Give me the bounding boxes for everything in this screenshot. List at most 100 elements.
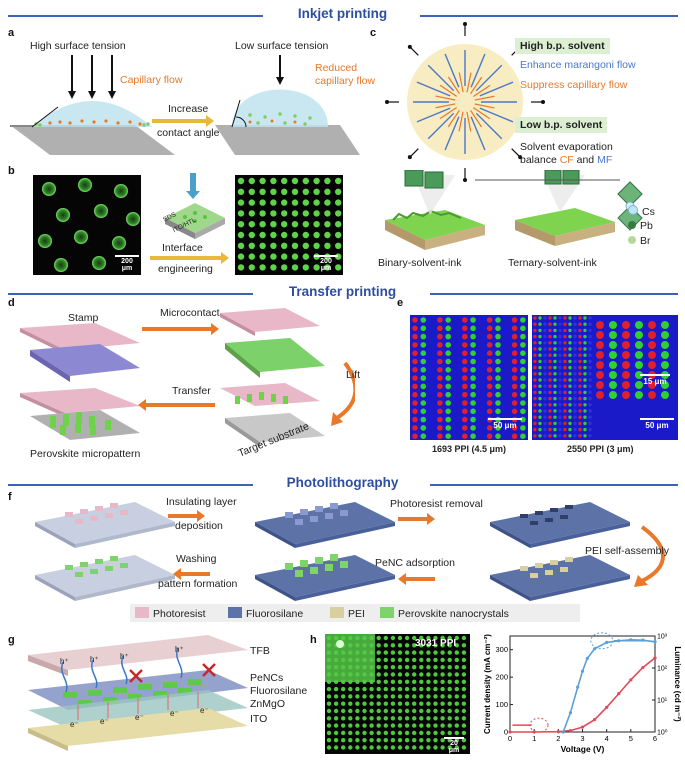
x-tick-label: 2 bbox=[556, 734, 560, 743]
layer-pencs-label: PeNCs bbox=[250, 672, 284, 684]
binary-solvent-ink-label: Binary-solvent-ink bbox=[378, 257, 462, 269]
layer-znmgo-label: ZnMgO bbox=[250, 698, 286, 710]
scale-bar: 50 μm bbox=[488, 418, 522, 430]
panel-label-f: f bbox=[8, 491, 12, 503]
solvent-evaporation-label: Solvent evaporation bbox=[520, 141, 613, 153]
plot-area bbox=[509, 635, 656, 733]
legend-perovskite: Perovskite nanocrystals bbox=[380, 607, 509, 620]
balance-label: balance CF and MF bbox=[520, 154, 613, 166]
ppi-caption-left: 1693 PPI (4.5 μm) bbox=[432, 444, 507, 454]
led-device-stack bbox=[28, 635, 248, 751]
y2-tick-label: 10¹ bbox=[657, 698, 668, 705]
panel-label-a: a bbox=[8, 27, 15, 39]
increase-arrow-icon bbox=[152, 115, 214, 127]
section-divider bbox=[8, 15, 263, 17]
ppi-caption-right: 2550 PPI (3 μm) bbox=[567, 444, 634, 454]
step-arrow-icon bbox=[398, 573, 435, 585]
layer-fluorosilane-label: Fluorosilane bbox=[250, 685, 308, 697]
panel-label-c: c bbox=[370, 27, 377, 39]
legend-swatch bbox=[228, 607, 242, 618]
microcontact-label: Microcontact bbox=[160, 307, 220, 319]
element-legend-cs: Cs bbox=[628, 205, 655, 218]
section-title-photolithography: Photolithography bbox=[286, 475, 399, 490]
layer-ito-label: ITO bbox=[250, 713, 268, 725]
section-divider bbox=[8, 293, 253, 295]
y-tick-label: 300 bbox=[495, 645, 508, 654]
hole-carrier-label: h⁺ bbox=[175, 645, 184, 654]
transfer-arrow-icon bbox=[138, 399, 215, 411]
interface-arrow-icon bbox=[150, 252, 229, 264]
section-divider bbox=[430, 484, 678, 486]
hole-carrier-label: h⁺ bbox=[60, 657, 69, 666]
electron-carrier-label: e⁻ bbox=[100, 717, 109, 726]
penc-adsorption-label: PeNC adsorption bbox=[375, 557, 455, 569]
washing-label-1: Washing bbox=[176, 553, 217, 565]
highlight-ellipse bbox=[590, 632, 614, 650]
suppress-capillary-label: Suppress capillary flow bbox=[520, 79, 628, 91]
legend-photoresist: Photoresist bbox=[135, 607, 206, 620]
legend-swatch bbox=[135, 607, 149, 618]
capillary-flow-label: Capillary flow bbox=[120, 74, 183, 86]
x-tick-label: 5 bbox=[629, 734, 633, 743]
highlight-ellipse bbox=[529, 717, 549, 733]
step-arrow-icon bbox=[168, 510, 205, 522]
low-bp-solvent-box: Low b.p. solvent bbox=[515, 117, 608, 133]
layer-tfb-label: TFB bbox=[250, 645, 270, 657]
x-tick-label: 1 bbox=[532, 734, 536, 743]
inkjet-before-micrograph bbox=[33, 175, 141, 275]
electron-carrier-label: e⁻ bbox=[170, 709, 179, 718]
series-point-0 bbox=[568, 729, 573, 733]
high-bp-solvent-box: High b.p. solvent bbox=[515, 38, 610, 54]
transfer-label: Transfer bbox=[172, 385, 211, 397]
y2-tick-label: 10³ bbox=[657, 634, 668, 641]
insulating-layer-label-1: Insulating layer bbox=[166, 496, 237, 508]
interface-label-2: engineering bbox=[158, 263, 213, 275]
scale-bar: 15 μm bbox=[640, 374, 670, 386]
section-title-transfer: Transfer printing bbox=[288, 284, 397, 299]
inkjet-after-micrograph bbox=[235, 175, 343, 275]
series-point-0 bbox=[653, 656, 657, 660]
series-point-1 bbox=[653, 640, 657, 644]
ink-film-illustration bbox=[385, 170, 643, 250]
legend-bar bbox=[130, 604, 580, 622]
series-point-1 bbox=[592, 647, 597, 651]
step-arrow-icon bbox=[398, 513, 435, 525]
hole-carrier-label: h⁺ bbox=[90, 655, 99, 664]
y2-axis-label: Luminance (cd m⁻²) bbox=[673, 646, 682, 722]
interface-label-1: Interface bbox=[162, 242, 203, 254]
y-tick-label: 200 bbox=[495, 673, 508, 682]
series-point-0 bbox=[617, 692, 621, 696]
electron-carrier-label: e⁻ bbox=[70, 720, 79, 729]
y2-tick-label: 10² bbox=[657, 666, 668, 673]
y2-tick-label: 10⁰ bbox=[657, 729, 668, 737]
panel-label-e: e bbox=[397, 297, 404, 309]
substrate-stack-icon bbox=[165, 173, 225, 239]
legend-swatch bbox=[330, 607, 344, 618]
perovskite-micropattern-label: Perovskite micropattern bbox=[30, 448, 141, 460]
enhance-marangoni-label: Enhance marangoni flow bbox=[520, 59, 636, 71]
insulating-layer-label-2: deposition bbox=[175, 520, 223, 532]
series-point-0 bbox=[641, 665, 645, 670]
panel-label-d: d bbox=[8, 297, 15, 309]
section-title-inkjet: Inkjet printing bbox=[297, 6, 388, 21]
series-point-1 bbox=[585, 656, 589, 660]
legend-fluorosilane: Fluorosilane bbox=[228, 607, 303, 620]
increase-label-1: Increase bbox=[168, 103, 209, 115]
series-point-0 bbox=[556, 730, 560, 734]
y-axis-label: Current density (mA cm⁻²) bbox=[483, 634, 492, 734]
reduced-flow-label-1: Reduced bbox=[315, 62, 358, 74]
scale-bar: 200 μm bbox=[115, 255, 139, 272]
series-point-1 bbox=[605, 640, 609, 644]
legend-swatch bbox=[380, 607, 394, 618]
series-point-1 bbox=[561, 730, 565, 734]
element-legend-pb: Pb bbox=[628, 220, 653, 232]
x-tick-label: 0 bbox=[508, 734, 512, 743]
section-divider bbox=[8, 484, 253, 486]
series-point-0 bbox=[605, 705, 609, 709]
ppi-label: 3031 PPI bbox=[415, 638, 457, 649]
ternary-solvent-ink-label: Ternary-solvent-ink bbox=[508, 257, 597, 269]
series-point-1 bbox=[580, 669, 585, 673]
series-point-1 bbox=[576, 685, 580, 689]
marangoni-flow-diagram bbox=[385, 22, 545, 182]
